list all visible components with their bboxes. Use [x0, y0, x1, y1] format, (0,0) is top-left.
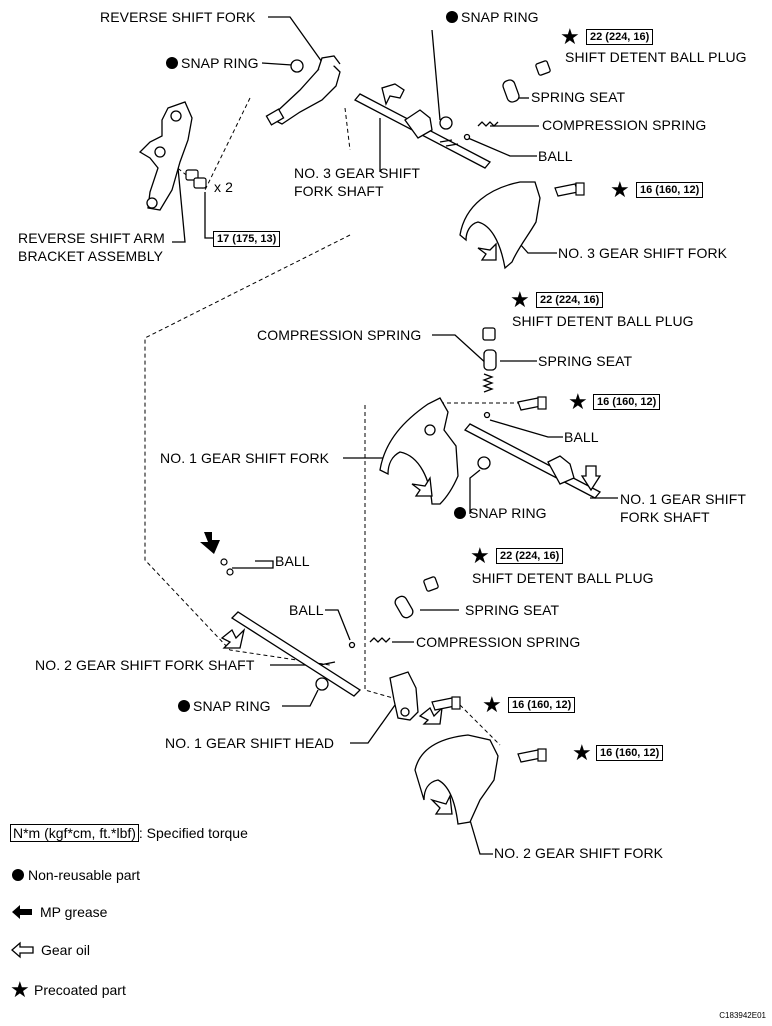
bolt-head — [431, 696, 461, 711]
label-rev-arm-line1: REVERSE SHIFT ARM — [18, 230, 165, 246]
label-shift-detent-plug-low: SHIFT DETENT BALL PLUG — [472, 570, 654, 586]
label-no1-head: NO. 1 GEAR SHIFT HEAD — [165, 735, 335, 751]
reverse-shift-arm-bracket — [138, 101, 193, 211]
snap-ring-reverse — [290, 59, 304, 73]
snap-ring-no2 — [315, 677, 329, 691]
legend-non-reusable-dot — [12, 869, 24, 881]
bolt-no2 — [517, 748, 547, 763]
leader-lines — [172, 16, 618, 855]
label-snap-ring-top: SNAP RING — [461, 9, 539, 25]
torque-bolt-head: 16 (160, 12) — [508, 697, 576, 713]
no2-fork-shaft — [230, 611, 362, 697]
label-snap-ring-mid: SNAP RING — [469, 505, 547, 521]
non-reusable-dot-snap-ring-top — [446, 11, 458, 23]
gear-oil-arrow-no3-fork — [477, 242, 497, 261]
legend-gear-oil: Gear oil — [41, 942, 91, 958]
label-compression-spring-mid: COMPRESSION SPRING — [257, 327, 422, 343]
non-reusable-dot-snap-ring-rev — [166, 57, 178, 69]
label-rev-arm-line2: BRACKET ASSEMBLY — [18, 248, 164, 264]
label-snap-ring-low: SNAP RING — [193, 698, 271, 714]
label-no3-shaft-line1: NO. 3 GEAR SHIFT — [294, 165, 421, 181]
label-compression-spring-low: COMPRESSION SPRING — [416, 634, 581, 650]
label-shift-detent-plug-mid: SHIFT DETENT BALL PLUG — [512, 313, 694, 329]
torque-bolt-no1: 16 (160, 12) — [593, 394, 661, 410]
detent-parts-low — [348, 576, 439, 649]
precoated-star-plug-top: ★ — [560, 24, 580, 49]
legend-precoated: Precoated part — [34, 982, 126, 998]
label-spring-seat-low: SPRING SEAT — [465, 602, 560, 618]
label-no2-shaft: NO. 2 GEAR SHIFT FORK SHAFT — [35, 657, 255, 673]
label-reverse-shift-fork: REVERSE SHIFT FORK — [100, 9, 256, 25]
balls-low — [220, 558, 234, 576]
figure-code: C183942E01 — [719, 1011, 766, 1020]
no1-shift-fork — [379, 397, 459, 505]
detent-parts-top — [463, 60, 551, 141]
gear-oil-arrow-no2-fork — [429, 793, 453, 815]
label-ball-low2: BALL — [289, 602, 324, 618]
gear-oil-arrow-no1-shaft — [580, 465, 602, 492]
torque-rev-bracket: 17 (175, 13) — [213, 231, 281, 247]
label-x2: x 2 — [214, 179, 233, 195]
no3-fork-shaft — [353, 93, 492, 169]
no3-shift-fork — [459, 181, 541, 270]
snap-ring-no3 — [439, 116, 453, 130]
torque-plug-low: 22 (224, 16) — [496, 548, 564, 564]
no1-fork-shaft — [463, 423, 602, 499]
torque-bolt-no3: 16 (160, 12) — [636, 182, 704, 198]
torque-plug-mid: 22 (224, 16) — [536, 292, 604, 308]
alignment-lines — [144, 97, 520, 746]
legend-torque: N*m (kgf*cm, ft.*lbf): Specified torque — [10, 824, 248, 842]
snap-ring-no1 — [477, 456, 491, 470]
legend-precoated-star: ★ — [10, 977, 30, 1002]
label-snap-ring-rev: SNAP RING — [181, 55, 259, 71]
gear-oil-arrow-head — [418, 706, 443, 725]
no1-shift-head — [389, 671, 419, 721]
legend-gear-oil-arrow — [11, 941, 34, 959]
precoated-star-plug-mid: ★ — [510, 287, 530, 312]
label-spring-seat-top: SPRING SEAT — [531, 89, 626, 105]
label-no3-fork: NO. 3 GEAR SHIFT FORK — [558, 245, 728, 261]
precoated-star-bolt-no3: ★ — [610, 177, 630, 202]
label-spring-seat-mid: SPRING SEAT — [538, 353, 633, 369]
legend-torque-unit: N*m (kgf*cm, ft.*lbf) — [10, 824, 139, 842]
label-no1-fork: NO. 1 GEAR SHIFT FORK — [160, 450, 330, 466]
label-no2-fork: NO. 2 GEAR SHIFT FORK — [494, 845, 664, 861]
gear-oil-arrow-no2-shaft — [220, 627, 246, 649]
non-reusable-dot-snap-ring-mid — [454, 507, 466, 519]
mp-grease-arrow — [200, 532, 220, 554]
precoated-star-bolt-head: ★ — [482, 692, 502, 717]
gear-oil-arrow-no1-fork — [411, 476, 433, 497]
gear-oil-arrow-no3-shaft — [381, 83, 405, 106]
bracket-bolts — [185, 169, 207, 189]
label-shift-detent-plug-top: SHIFT DETENT BALL PLUG — [565, 49, 747, 65]
legend-mp-grease-arrow — [12, 905, 32, 919]
bolt-no3 — [554, 182, 585, 197]
label-no3-shaft-line2: FORK SHAFT — [294, 183, 384, 199]
legend-mp-grease: MP grease — [40, 904, 108, 920]
label-ball-top: BALL — [538, 148, 573, 164]
label-compression-spring-top: COMPRESSION SPRING — [542, 117, 707, 133]
label-ball-low1: BALL — [275, 553, 310, 569]
precoated-star-bolt-no1: ★ — [568, 389, 588, 414]
reverse-shift-fork — [265, 55, 341, 126]
label-ball-mid: BALL — [564, 429, 599, 445]
torque-bolt-no2: 16 (160, 12) — [596, 745, 664, 761]
label-no1-shaft-line2: FORK SHAFT — [620, 509, 710, 525]
precoated-star-bolt-no2: ★ — [572, 740, 592, 765]
precoated-star-plug-low: ★ — [470, 543, 490, 568]
bolt-no1 — [517, 396, 547, 411]
legend-torque-text: : Specified torque — [138, 825, 248, 841]
no2-shift-fork — [414, 734, 499, 825]
label-no1-shaft-line1: NO. 1 GEAR SHIFT — [620, 491, 747, 507]
non-reusable-dot-snap-ring-low — [178, 700, 190, 712]
torque-plug-top: 22 (224, 16) — [586, 29, 654, 45]
legend-non-reusable: Non-reusable part — [28, 867, 141, 883]
detent-parts-mid — [482, 327, 497, 419]
